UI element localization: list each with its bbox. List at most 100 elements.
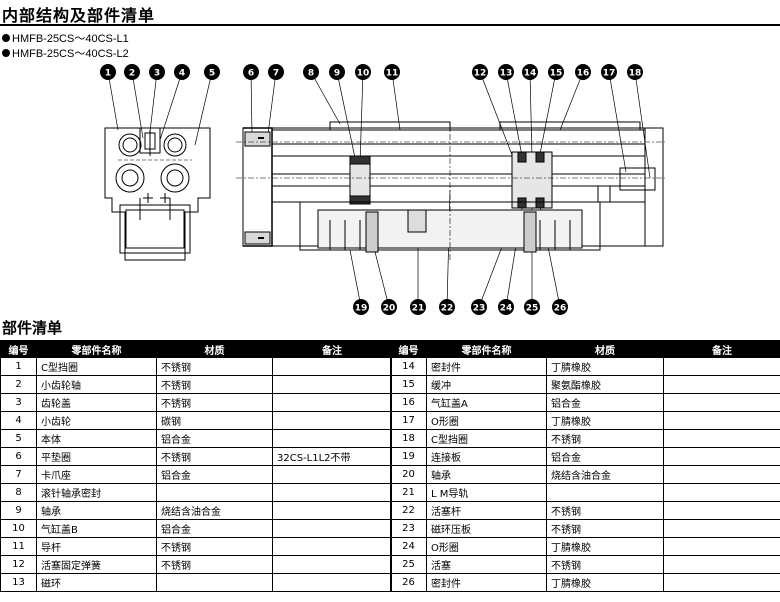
header-note: 备注 bbox=[272, 340, 392, 358]
cell-note bbox=[272, 429, 392, 448]
leader-line bbox=[336, 71, 356, 159]
cell-name: 轴承 bbox=[426, 465, 547, 484]
cell-name: 密封件 bbox=[426, 573, 547, 592]
cell-note bbox=[663, 519, 780, 538]
callout-number: 19 bbox=[355, 304, 368, 314]
callout-25: 25 bbox=[524, 299, 540, 315]
callout-number: 13 bbox=[500, 69, 513, 79]
cell-name: 导杆 bbox=[36, 537, 157, 556]
cell-note bbox=[663, 429, 780, 448]
cell-material: 碳钢 bbox=[156, 411, 273, 430]
callout-number: 3 bbox=[154, 69, 160, 79]
callout-number: 26 bbox=[554, 304, 567, 314]
cell-no: 11 bbox=[0, 537, 37, 556]
callout-10: 10 bbox=[355, 64, 371, 80]
cell-material: 不锈钢 bbox=[546, 555, 664, 574]
cell-material: 铝合金 bbox=[546, 447, 664, 466]
callout-6: 6 bbox=[243, 64, 259, 80]
leader-line bbox=[310, 71, 341, 125]
callout-number: 21 bbox=[412, 304, 425, 314]
callout-number: 2 bbox=[129, 69, 135, 79]
callout-number: 20 bbox=[383, 304, 396, 314]
cell-material: 铝合金 bbox=[546, 393, 664, 412]
cell-name: 滚针轴承密封 bbox=[36, 483, 157, 502]
cell-name: 小齿轮轴 bbox=[36, 375, 157, 394]
leader-line bbox=[267, 71, 277, 135]
cell-note bbox=[272, 519, 392, 538]
cell-note bbox=[272, 393, 392, 412]
cell-no: 26 bbox=[390, 573, 427, 592]
cell-material: 烧结含油合金 bbox=[546, 465, 664, 484]
model-label: HMFB-25CS～40CS-L1 bbox=[12, 33, 129, 45]
leader-line bbox=[391, 71, 401, 131]
leader-line bbox=[194, 71, 213, 146]
cell-name: 活塞 bbox=[426, 555, 547, 574]
callout-17: 17 bbox=[601, 64, 617, 80]
cell-material: 丁腈橡胶 bbox=[546, 573, 664, 592]
cell-material: 不锈钢 bbox=[546, 429, 664, 448]
cell-note bbox=[663, 393, 780, 412]
cell-material bbox=[546, 483, 664, 502]
leader-line bbox=[559, 71, 584, 131]
cell-name: L M导轨 bbox=[426, 483, 547, 502]
section-view bbox=[236, 121, 665, 260]
cell-material: 不锈钢 bbox=[546, 501, 664, 520]
callout-19: 19 bbox=[353, 299, 369, 315]
cell-note: 32CS-L1L2不带 bbox=[272, 447, 392, 466]
leader-line bbox=[131, 71, 144, 139]
cell-name: 缓冲 bbox=[426, 375, 547, 394]
callout-number: 11 bbox=[386, 69, 399, 79]
cell-material: 不锈钢 bbox=[156, 537, 273, 556]
leader-line bbox=[529, 71, 533, 159]
callout-8: 8 bbox=[303, 64, 319, 80]
header-name: 零部件名称 bbox=[426, 340, 547, 358]
callout-number: 15 bbox=[550, 69, 563, 79]
page-title: 内部结构及部件清单 bbox=[2, 6, 156, 25]
cell-note bbox=[663, 375, 780, 394]
leader-line bbox=[539, 71, 557, 155]
cell-note bbox=[663, 573, 780, 592]
callout-number: 16 bbox=[577, 69, 590, 79]
leader-line bbox=[349, 249, 362, 308]
cell-name: 轴承 bbox=[36, 501, 157, 520]
cell-material: 不锈钢 bbox=[156, 447, 273, 466]
cell-material: 不锈钢 bbox=[156, 555, 273, 574]
cell-no: 17 bbox=[390, 411, 427, 430]
cell-name: 平垫圈 bbox=[36, 447, 157, 466]
cell-material: 丁腈橡胶 bbox=[546, 357, 664, 376]
cell-no: 6 bbox=[0, 447, 37, 466]
callout-15: 15 bbox=[548, 64, 564, 80]
cell-name: 活塞固定弹簧 bbox=[36, 555, 157, 574]
cell-no: 5 bbox=[0, 429, 37, 448]
callout-5: 5 bbox=[204, 64, 220, 80]
cell-name: 本体 bbox=[36, 429, 157, 448]
cell-no: 16 bbox=[390, 393, 427, 412]
cell-note bbox=[663, 501, 780, 520]
cell-note bbox=[272, 411, 392, 430]
cell-note bbox=[272, 483, 392, 502]
cell-note bbox=[663, 555, 780, 574]
cell-name: 活塞杆 bbox=[426, 501, 547, 520]
callout-number: 5 bbox=[209, 69, 215, 79]
cell-no: 20 bbox=[390, 465, 427, 484]
cell-no: 9 bbox=[0, 501, 37, 520]
cell-no: 10 bbox=[0, 519, 37, 538]
callout-number: 14 bbox=[524, 69, 537, 79]
callout-16: 16 bbox=[575, 64, 591, 80]
cell-note bbox=[663, 447, 780, 466]
